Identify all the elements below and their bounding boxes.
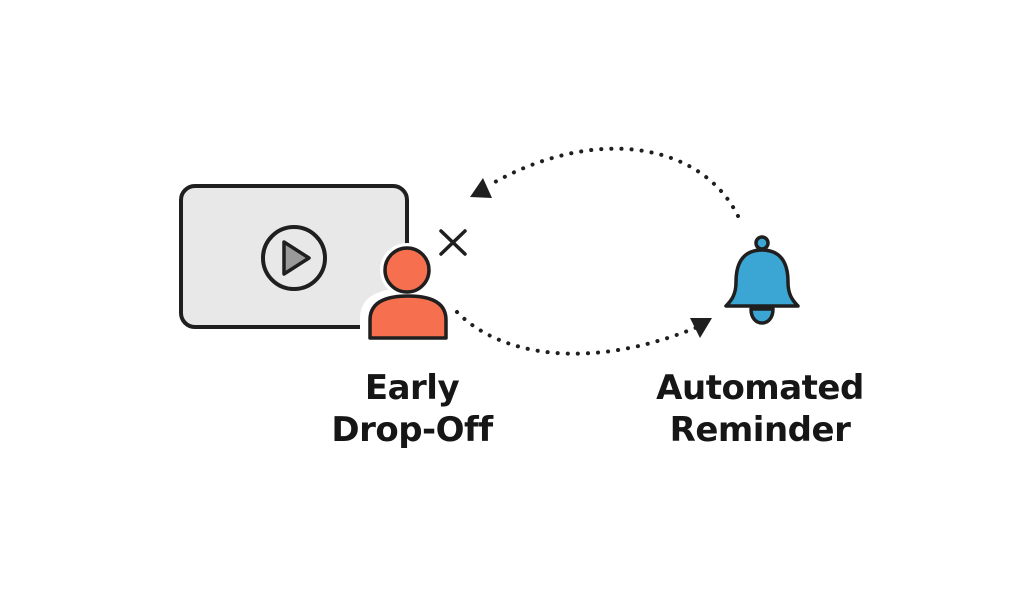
automated-reminder-label-line2: Reminder [669,410,851,450]
bell-icon [724,235,800,325]
arrow-dropoff-to-reminder [455,310,712,356]
early-drop-off-label: Early Drop-Off [292,367,532,451]
person-icon [360,243,456,346]
automated-reminder-label-line1: Automated [656,368,864,408]
play-icon [261,225,327,291]
arrow-reminder-to-video [470,146,740,218]
automated-reminder-label: Automated Reminder [630,367,890,451]
early-drop-off-label-line1: Early [364,368,460,408]
early-drop-off-label-line2: Drop-Off [331,410,493,450]
close-icon [439,229,467,256]
